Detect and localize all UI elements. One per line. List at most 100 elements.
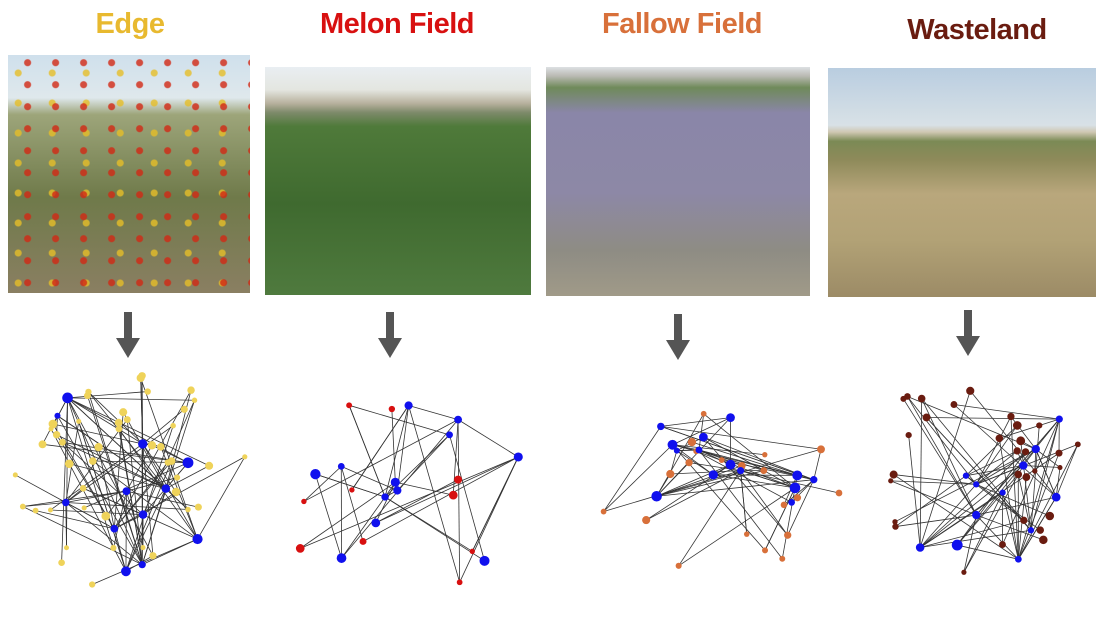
habitat-node — [793, 494, 802, 502]
habitat-node — [1057, 465, 1063, 471]
network-edge — [67, 397, 143, 565]
habitat-node — [349, 487, 355, 493]
network-edge — [703, 436, 796, 489]
blue-node — [708, 470, 718, 480]
habitat-node — [32, 507, 39, 514]
network-edge — [118, 422, 143, 565]
network-edge — [676, 450, 714, 476]
wasteland-photo — [828, 68, 1096, 297]
network-edge — [142, 443, 177, 493]
habitat-node — [1014, 470, 1023, 479]
habitat-node — [138, 372, 146, 380]
network-edge — [921, 398, 1032, 531]
network-edge — [395, 481, 454, 496]
network-edge — [678, 470, 741, 567]
blue-node — [695, 446, 703, 454]
network-edge — [303, 419, 459, 502]
network-edge — [963, 492, 1004, 573]
blue-node — [54, 412, 61, 419]
habitat-node — [835, 489, 843, 497]
title-wasteland: Wasteland — [907, 14, 1047, 46]
habitat-node — [64, 459, 74, 469]
habitat-node — [917, 394, 926, 403]
network-edge — [698, 449, 783, 560]
habitat-node — [47, 507, 53, 513]
network-edge — [908, 435, 921, 548]
habitat-node — [170, 422, 176, 429]
network-edge — [1002, 492, 1019, 560]
blue-node — [446, 431, 453, 439]
habitat-node — [889, 470, 898, 479]
network-edge — [603, 426, 662, 512]
network-graph-fallow-field — [600, 410, 843, 569]
habitat-node — [642, 516, 651, 525]
habitat-node — [114, 418, 123, 427]
habitat-node — [171, 487, 181, 497]
habitat-node — [1022, 448, 1030, 456]
network-edge — [384, 405, 409, 498]
network-edge — [56, 434, 167, 489]
network-edge — [956, 418, 1060, 546]
habitat-node — [81, 505, 87, 511]
habitat-node — [687, 437, 697, 447]
blue-node — [192, 534, 203, 545]
habitat-node — [762, 547, 769, 554]
habitat-node — [88, 457, 97, 465]
habitat-node — [101, 511, 111, 521]
network-edge — [672, 444, 765, 456]
habitat-node — [743, 531, 750, 537]
habitat-node — [600, 508, 607, 515]
blue-node — [138, 439, 148, 449]
network-edge — [65, 502, 115, 530]
network-edge — [656, 413, 705, 497]
network-edge — [660, 426, 814, 481]
network-edge — [660, 417, 731, 427]
network-edge — [125, 460, 172, 572]
habitat-node — [242, 454, 248, 460]
network-edge — [890, 480, 977, 516]
blue-node — [725, 459, 736, 470]
habitat-node — [950, 401, 958, 408]
blue-node — [62, 498, 70, 507]
network-edge — [965, 425, 1018, 476]
network-edge — [67, 397, 167, 489]
network-edge — [340, 466, 364, 542]
habitat-node — [58, 559, 65, 567]
network-edge — [919, 484, 977, 548]
network-edge — [69, 463, 166, 489]
habitat-node — [38, 440, 47, 449]
habitat-node — [52, 431, 61, 439]
habitat-node — [784, 531, 792, 539]
habitat-node — [167, 457, 176, 465]
habitat-node — [904, 393, 911, 400]
network-edge — [457, 419, 519, 458]
habitat-node — [1013, 447, 1021, 455]
blue-node — [110, 524, 119, 533]
network-edge — [341, 496, 386, 559]
network-edge — [698, 413, 705, 451]
network-edge — [300, 481, 396, 549]
habitat-node — [1022, 473, 1031, 481]
habitat-node — [780, 501, 788, 509]
network-graph-edge — [12, 372, 248, 588]
habitat-node — [456, 579, 463, 586]
network-edge — [125, 425, 174, 572]
network-edge — [740, 470, 789, 536]
network-edge — [645, 470, 741, 521]
network-edge — [67, 397, 210, 467]
blue-node — [121, 566, 131, 577]
habitat-node — [454, 475, 463, 484]
habitat-node — [1074, 441, 1081, 448]
network-edge — [603, 444, 673, 512]
habitat-node — [762, 452, 768, 458]
habitat-node — [779, 555, 786, 562]
network-edge — [98, 447, 115, 529]
network-edge — [408, 405, 461, 583]
network-edge — [375, 482, 396, 524]
network-edge — [141, 375, 144, 444]
network-edge — [449, 434, 485, 561]
blue-node — [1019, 461, 1028, 470]
network-edge — [15, 474, 67, 503]
title-fallow-field: Fallow Field — [602, 8, 762, 40]
habitat-node — [966, 386, 975, 395]
